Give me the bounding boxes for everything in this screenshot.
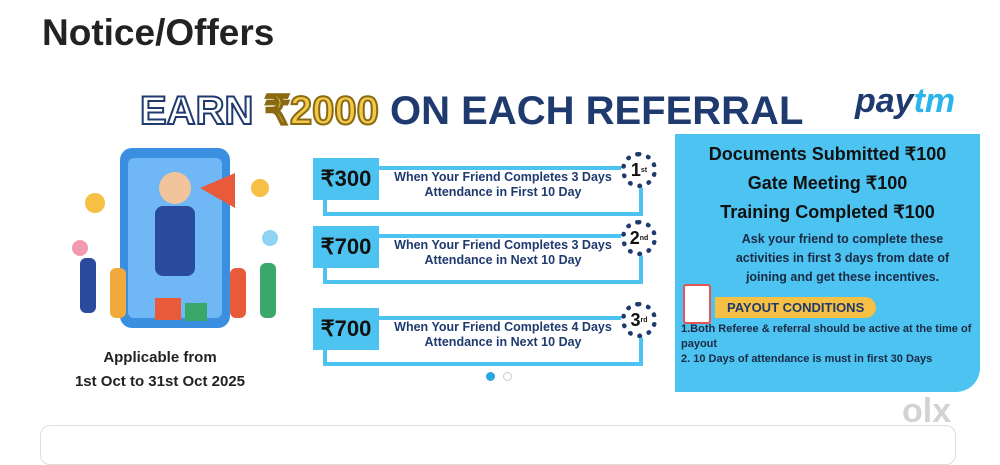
milestone-amount: ₹300 [313,158,379,200]
milestone-amount: ₹700 [313,226,379,268]
paytm-logo: paytm [855,82,956,120]
condition-item: 1.Both Referee & referral should be acti… [681,323,972,350]
offer-banner[interactable]: EARN ₹2000 ON EACH REFERRAL paytm Applic… [40,78,990,428]
milestone-text: When Your Friend Completes 3 Days Attend… [394,238,612,267]
referral-illustration-icon [72,148,278,328]
clipboard-icon [683,284,711,324]
carousel-dot-active[interactable] [486,372,495,381]
milestone-amount: ₹700 [313,308,379,350]
incentives-panel: Documents Submitted ₹100 Gate Meeting ₹1… [675,134,980,392]
applicable-dates: Applicable from 1st Oct to 31st Oct 2025 [74,349,246,390]
banner-headline: EARN ₹2000 ON EACH REFERRAL [139,88,804,134]
milestone-2: ₹700 When Your Friend Completes 3 Days A… [313,220,657,284]
next-card [40,425,956,465]
page-title: Notice/Offers [42,12,275,53]
carousel-dots[interactable] [486,372,512,381]
milestone-text: When Your Friend Completes 3 Days Attend… [394,170,612,199]
ask-text: Ask your friend to complete these activi… [735,232,950,284]
carousel-dot[interactable] [503,372,512,381]
milestone-1: ₹300 When Your Friend Completes 3 Days A… [313,152,657,216]
milestone-text: When Your Friend Completes 4 Days Attend… [394,320,612,349]
condition-item: 2. 10 Days of attendance is must in firs… [681,353,933,365]
milestone-3: ₹700 When Your Friend Completes 4 Days A… [313,302,657,366]
olx-watermark: olx [902,392,952,430]
payout-conditions-label: PAYOUT CONDITIONS [715,297,877,318]
